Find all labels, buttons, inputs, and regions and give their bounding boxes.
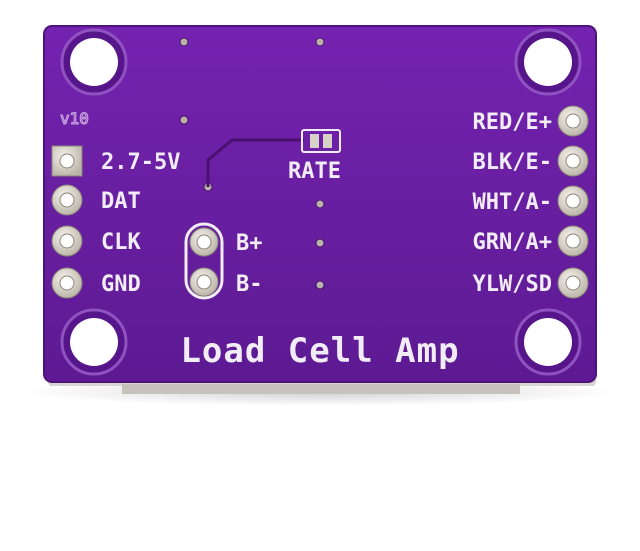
rate-trace — [206, 138, 304, 187]
pin-label-gnd: GND — [101, 272, 141, 297]
pin-label-ylw: YLW/SD — [473, 272, 552, 297]
pin-label-vcc: 2.7-5V — [101, 150, 180, 175]
pin-label-dat: DAT — [101, 189, 141, 214]
rate-label: RATE — [288, 159, 341, 184]
component-underside — [122, 384, 520, 394]
pin-label-b-plus: B+ — [236, 231, 263, 256]
pin-label-clk: CLK — [101, 230, 141, 255]
vias — [179, 37, 325, 290]
center-pads — [184, 222, 224, 300]
right-header — [557, 105, 589, 299]
pin-label-grn: GRN/A+ — [473, 230, 552, 255]
pin-label-wht: WHT/A- — [473, 190, 552, 215]
pin-label-red: RED/E+ — [473, 110, 552, 135]
rate-jumper — [301, 129, 341, 153]
left-header — [51, 145, 83, 299]
version-label: v10 — [60, 109, 89, 128]
pin-label-b-minus: B- — [236, 272, 263, 297]
pin-label-blk: BLK/E- — [473, 150, 552, 175]
mounting-holes — [60, 28, 582, 376]
board-title: Load Cell Amp — [180, 331, 459, 371]
